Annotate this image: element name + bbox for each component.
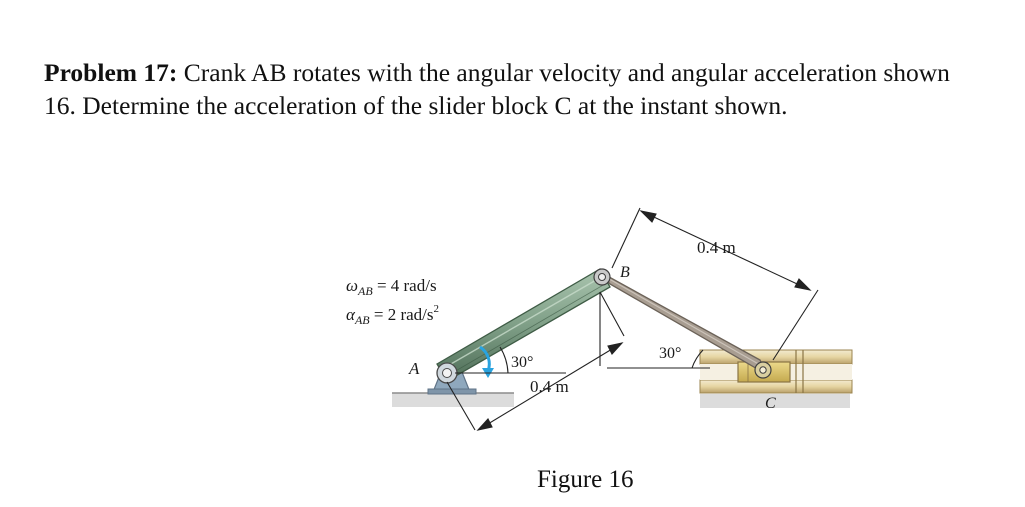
alpha-sub: AB xyxy=(354,313,370,327)
ground-C xyxy=(700,394,850,408)
omega-sub: AB xyxy=(357,284,373,298)
dimension-BC-label: 0.4 m xyxy=(697,238,736,257)
problem-line-1-text: Crank AB rotates with the angular veloci… xyxy=(177,58,950,87)
dimension-AB-label: 0.4 m xyxy=(530,377,569,396)
alpha-exponent: 2 xyxy=(434,303,440,315)
omega-label: ωAB = 4 rad/s xyxy=(346,276,437,298)
ground-A xyxy=(392,392,514,407)
link-BC xyxy=(599,271,768,376)
pin-A xyxy=(436,362,458,384)
label-A: A xyxy=(408,359,420,378)
dimension-AB xyxy=(446,291,625,431)
dimension-BC xyxy=(611,207,819,361)
problem-line-1: Problem 17: Crank AB rotates with the an… xyxy=(44,56,1025,89)
svg-text:ωAB = 4 rad/s: ωAB = 4 rad/s xyxy=(346,276,437,298)
pin-B xyxy=(593,268,611,286)
angle-BC-label: 30° xyxy=(659,345,681,362)
svg-text:αAB = 2 rad/s2: αAB = 2 rad/s2 xyxy=(346,303,439,327)
problem-heading: Problem 17: xyxy=(44,58,178,87)
problem-line-2: 16. Determine the acceleration of the sl… xyxy=(44,91,788,120)
label-B: B xyxy=(620,264,630,281)
angle-AB-label: 30° xyxy=(511,354,533,371)
omega-value: = 4 rad/s xyxy=(373,276,437,295)
problem-statement: Problem 17: Crank AB rotates with the an… xyxy=(44,56,1025,122)
figure-caption: Figure 16 xyxy=(537,466,634,493)
alpha-value: = 2 rad/s xyxy=(370,305,434,324)
label-C: C xyxy=(765,395,776,412)
reference-lines xyxy=(455,292,710,374)
alpha-symbol: α xyxy=(346,305,356,324)
alpha-label: αAB = 2 rad/s2 xyxy=(346,303,439,327)
pin-C xyxy=(754,361,772,379)
omega-symbol: ω xyxy=(346,276,358,295)
